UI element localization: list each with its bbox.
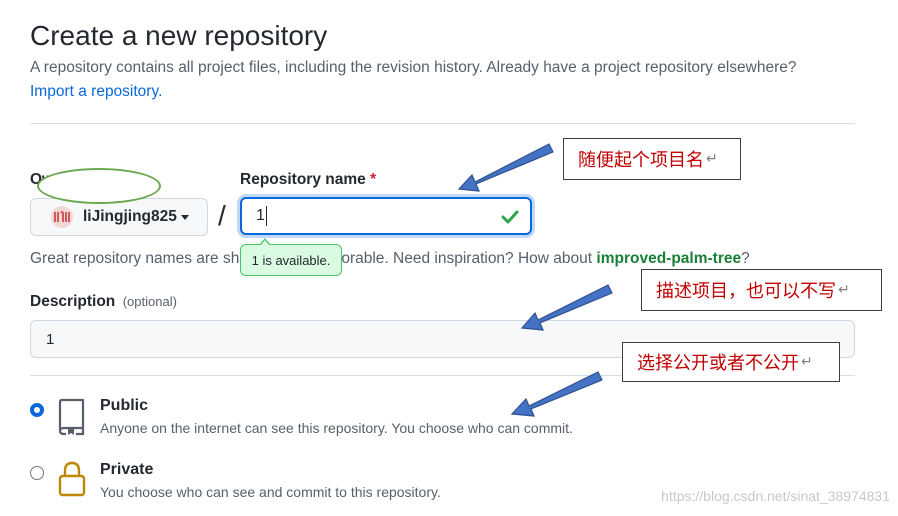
return-mark: ↵ — [838, 282, 850, 298]
optional-tag: (optional) — [122, 294, 177, 309]
availability-text: 1 is available. — [251, 252, 331, 268]
public-option-title: Public — [100, 397, 149, 414]
page-title: Create a new repository — [30, 20, 328, 51]
hint-text-before: Great repository names are sh — [30, 250, 240, 267]
description-label-text: Description — [30, 293, 116, 310]
repo-name-label: Repository name * — [240, 171, 376, 189]
owner-repo-separator: / — [218, 200, 226, 231]
repo-name-input[interactable]: 1 — [240, 197, 532, 235]
return-mark: ↵ — [801, 354, 813, 370]
arrow-to-visibility — [510, 371, 603, 417]
description-label: Description (optional) — [30, 293, 177, 311]
lock-icon — [58, 461, 86, 497]
import-repository-link[interactable]: Import a repository. — [30, 83, 163, 100]
divider-middle — [30, 375, 855, 376]
public-option-description: Anyone on the internet can see this repo… — [100, 420, 573, 436]
repo-book-icon — [58, 398, 85, 436]
owner-dropdown-button[interactable]: liJingjing825 — [30, 198, 208, 236]
caret-down-icon — [180, 214, 189, 220]
description-value: 1 — [46, 330, 55, 348]
hint-text-after: orable. Need inspiration? How about — [341, 250, 597, 267]
annotation-repo-name: 随便起个项目名↵ — [563, 138, 741, 180]
suggested-name[interactable]: improved-palm-tree — [596, 250, 742, 267]
public-radio[interactable] — [30, 403, 44, 417]
private-option-description: You choose who can see and commit to thi… — [100, 484, 441, 500]
annotation-description: 描述项目，也可以不写↵ — [641, 269, 882, 311]
annotation-description-text: 描述项目，也可以不写 — [656, 281, 836, 302]
description-input[interactable]: 1 — [30, 320, 855, 358]
check-icon — [501, 210, 519, 224]
annotation-repo-name-text: 随便起个项目名 — [578, 150, 704, 171]
repo-name-hint: Great repository names are sh orable. Nee… — [30, 250, 750, 268]
avatar — [51, 206, 73, 228]
required-mark: * — [370, 171, 377, 188]
owner-username: liJingjing825 — [83, 208, 177, 225]
owner-highlight-ellipse — [37, 168, 161, 204]
arrow-to-repo-name — [457, 143, 554, 192]
watermark: https://blog.csdn.net/sinat_38974831 — [661, 488, 890, 504]
private-radio[interactable] — [30, 466, 44, 480]
text-cursor — [265, 206, 267, 226]
page-subtitle: A repository contains all project files,… — [30, 59, 797, 76]
hint-text-end: ? — [741, 250, 750, 267]
availability-tooltip: 1 is available. — [240, 238, 342, 276]
annotation-visibility-text: 选择公开或者不公开 — [637, 353, 799, 374]
repo-name-label-text: Repository name — [240, 171, 366, 188]
arrow-to-description — [520, 284, 613, 331]
annotation-visibility: 选择公开或者不公开↵ — [622, 342, 840, 382]
divider-top — [30, 123, 855, 124]
repo-name-value: 1 — [256, 207, 265, 224]
private-option-title: Private — [100, 461, 154, 478]
return-mark: ↵ — [706, 151, 718, 167]
